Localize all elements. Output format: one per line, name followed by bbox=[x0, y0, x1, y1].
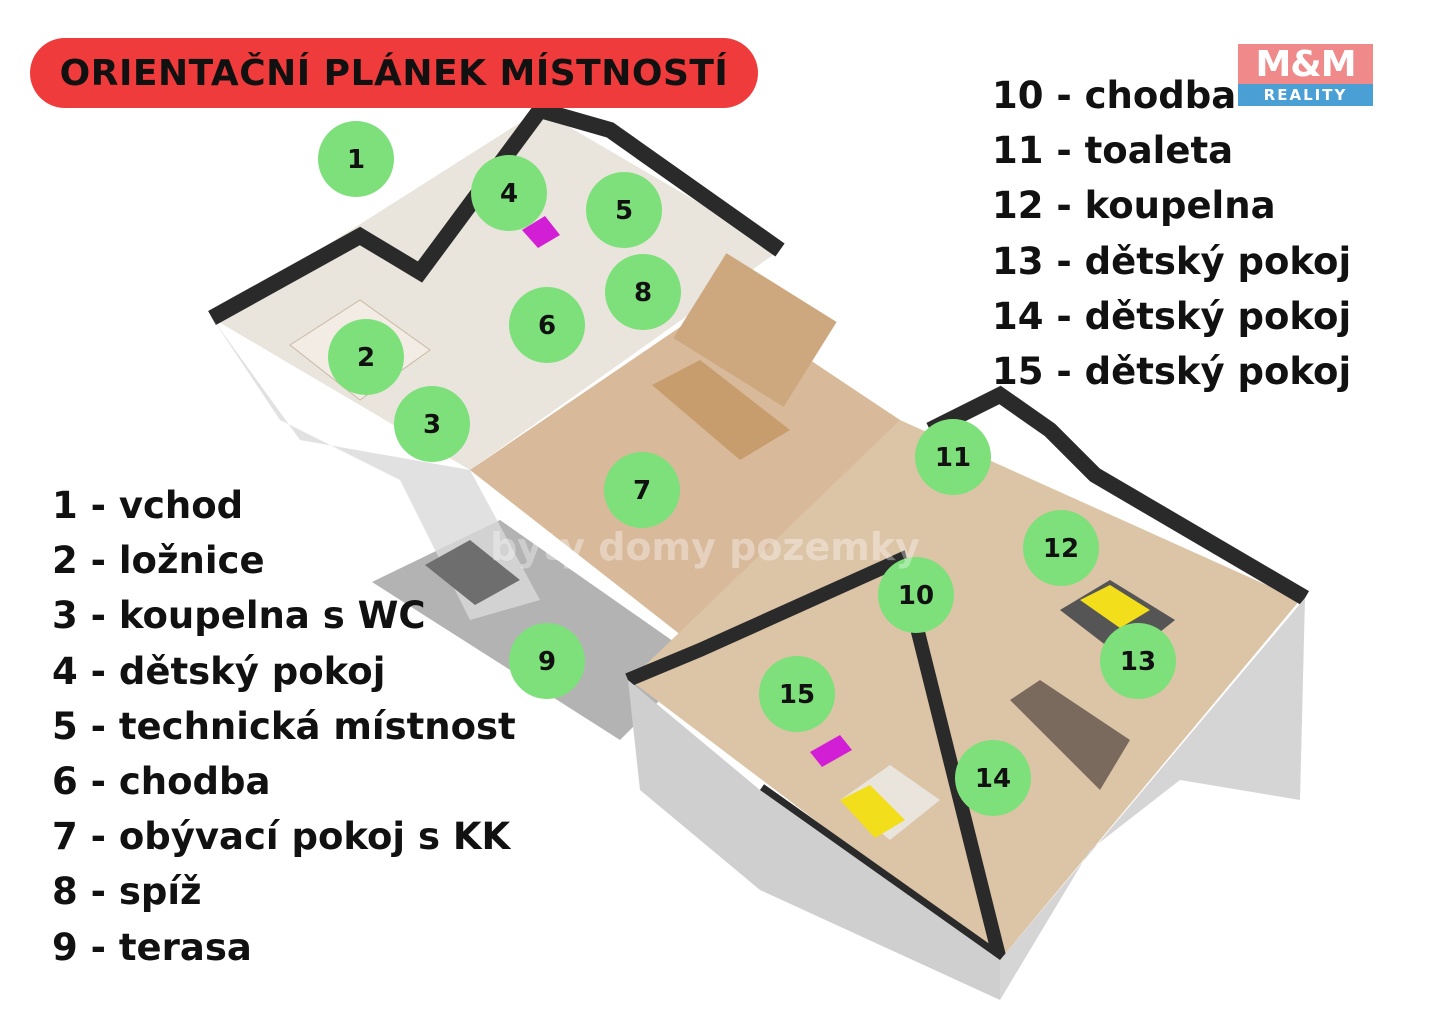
legend-item: 9 - terasa bbox=[52, 925, 252, 969]
bed-room-13-sheet bbox=[1080, 585, 1150, 628]
title-banner: ORIENTAČNÍ PLÁNEK MÍSTNOSTÍ bbox=[30, 38, 758, 108]
marker-label: 15 bbox=[779, 680, 815, 710]
marker-circle bbox=[605, 254, 681, 330]
bed-room-14 bbox=[840, 765, 940, 840]
marker-label: 10 bbox=[898, 581, 934, 611]
marker-label: 13 bbox=[1120, 647, 1156, 677]
marker-label: 8 bbox=[634, 278, 652, 308]
kitchen-counter bbox=[652, 360, 790, 460]
marker-circle bbox=[915, 419, 991, 495]
watermark: byty domy pozemky bbox=[490, 525, 920, 569]
marker-circle bbox=[509, 287, 585, 363]
company-logo: M&M REALITY bbox=[1238, 44, 1373, 108]
legend-item: 5 - technická místnost bbox=[52, 704, 516, 748]
legend-item: 10 - chodba bbox=[992, 74, 1237, 117]
legend-item: 8 - spíž bbox=[52, 870, 202, 914]
logo-mark: M&M bbox=[1238, 44, 1373, 85]
legend-item: 15 - dětský pokoj bbox=[992, 350, 1352, 394]
logo-subtitle: REALITY bbox=[1238, 84, 1373, 106]
marker-label: 12 bbox=[1043, 534, 1079, 564]
legend-item: 4 - dětský pokoj bbox=[52, 649, 386, 693]
marker-label: 6 bbox=[538, 311, 556, 341]
marker-circle bbox=[604, 452, 680, 528]
marker-circle bbox=[509, 623, 585, 699]
rug-room-4 bbox=[522, 216, 560, 248]
rug-room-15 bbox=[810, 735, 852, 767]
wardrobe-room-14 bbox=[1010, 680, 1130, 790]
marker-circle bbox=[318, 121, 394, 197]
bed-room-14-sheet bbox=[840, 785, 905, 838]
page-title: ORIENTAČNÍ PLÁNEK MÍSTNOSTÍ bbox=[59, 52, 729, 94]
legend-item: 3 - koupelna s WC bbox=[52, 594, 426, 638]
marker-circle bbox=[759, 656, 835, 732]
marker-label: 7 bbox=[633, 476, 651, 506]
legend-item: 7 - obývací pokoj s KK bbox=[52, 815, 511, 859]
room-markers: 1 2 3 4 5 6 7 8 9 10 11 12 13 14 15 bbox=[318, 121, 1176, 816]
marker-label: 2 bbox=[357, 343, 375, 373]
marker-circle bbox=[955, 740, 1031, 816]
legend-item: 14 - dětský pokoj bbox=[992, 294, 1352, 338]
kitchen-cabinets bbox=[673, 253, 837, 407]
marker-label: 3 bbox=[423, 410, 441, 440]
outer-wall-right bbox=[926, 385, 1310, 605]
marker-circle bbox=[878, 557, 954, 633]
marker-circle bbox=[586, 172, 662, 248]
marker-circle bbox=[328, 319, 404, 395]
marker-circle bbox=[1100, 623, 1176, 699]
marker-label: 14 bbox=[975, 764, 1011, 794]
wall-face-left bbox=[212, 318, 540, 620]
right-wing-floor bbox=[630, 420, 1300, 960]
marker-circle bbox=[471, 155, 547, 231]
marker-label: 9 bbox=[538, 647, 556, 677]
legend-item: 13 - dětský pokoj bbox=[992, 239, 1352, 283]
wall-face-right bbox=[1000, 598, 1305, 1000]
marker-label: 4 bbox=[500, 179, 518, 209]
marker-circle bbox=[1023, 510, 1099, 586]
outer-wall-bottom bbox=[625, 550, 1012, 977]
legend-right: 10 - chodba 11 - toaleta 12 - koupelna 1… bbox=[992, 68, 1351, 399]
legend-item: 6 - chodba bbox=[52, 760, 271, 804]
marker-circle bbox=[394, 386, 470, 462]
marker-label: 5 bbox=[615, 196, 633, 226]
living-floor bbox=[470, 300, 960, 650]
legend-left: 1 - vchod 2 - ložnice 3 - koupelna s WC … bbox=[52, 478, 516, 975]
marker-label: 1 bbox=[347, 145, 365, 175]
legend-item: 11 - toaleta bbox=[992, 129, 1234, 173]
legend-item: 12 - koupelna bbox=[992, 184, 1276, 228]
wall-face-bottom bbox=[628, 680, 1000, 1000]
terrace-table bbox=[425, 540, 520, 605]
legend-item: 2 - ložnice bbox=[52, 539, 265, 583]
marker-label: 11 bbox=[935, 443, 971, 473]
legend-item: 1 - vchod bbox=[52, 484, 244, 527]
